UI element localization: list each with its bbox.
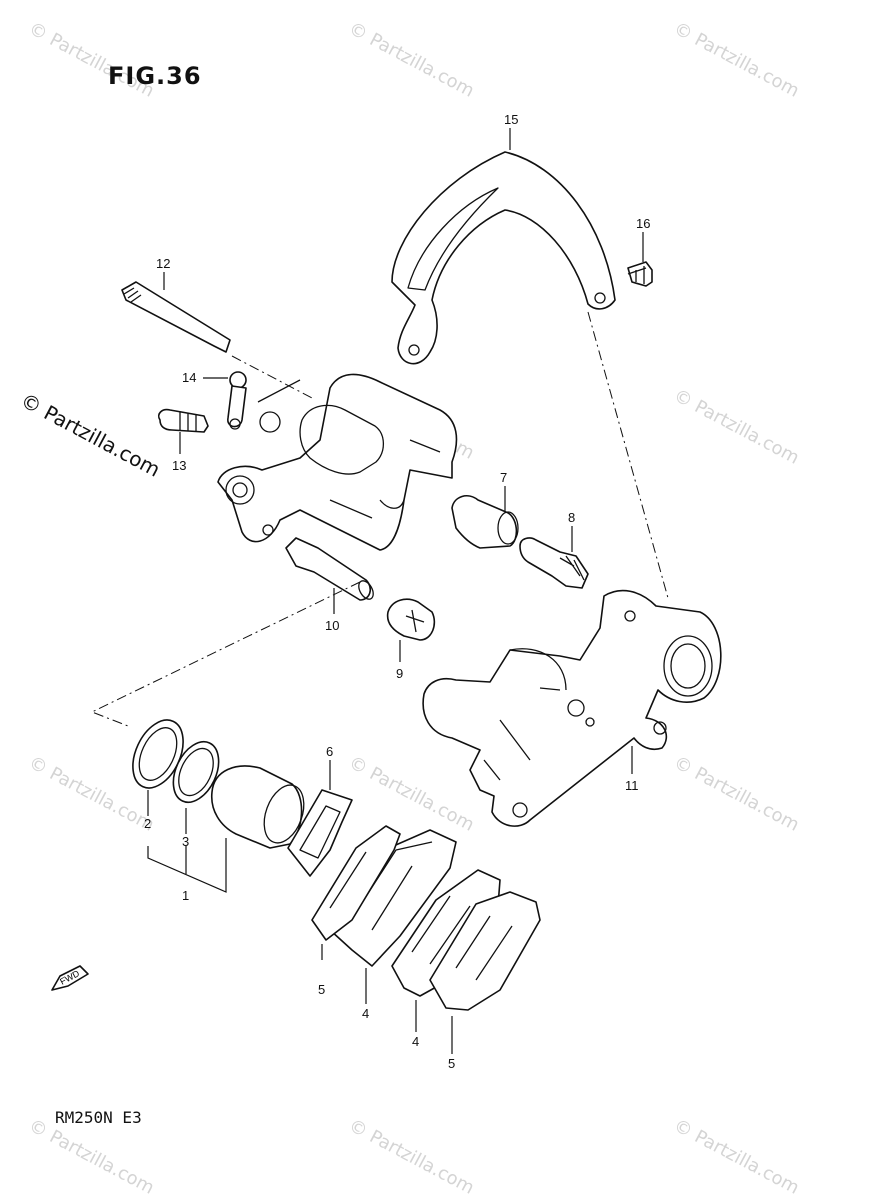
caliper-bracket-part-11 bbox=[422, 589, 722, 827]
boot-part-9 bbox=[386, 598, 436, 641]
callout-5b: 5 bbox=[448, 1056, 455, 1071]
callout-7: 7 bbox=[500, 470, 507, 485]
pad-part-5a bbox=[311, 825, 401, 941]
callout-3: 3 bbox=[182, 834, 189, 849]
callout-4b: 4 bbox=[412, 1034, 419, 1049]
sleeve-part-7 bbox=[451, 495, 519, 549]
bolt-part-8 bbox=[519, 537, 589, 589]
callout-9: 9 bbox=[396, 666, 403, 681]
callout-6: 6 bbox=[326, 744, 333, 759]
callout-labels: 15 16 12 14 13 7 8 10 9 11 6 2 3 1 5 4 4… bbox=[144, 112, 650, 1071]
shim-part-6 bbox=[287, 789, 353, 877]
callout-13: 13 bbox=[172, 458, 186, 473]
caliper-body bbox=[217, 373, 458, 551]
forward-arrow: FWD bbox=[51, 965, 89, 991]
cap-part-14 bbox=[227, 371, 247, 430]
callout-5a: 5 bbox=[318, 982, 325, 997]
bolt-part-16 bbox=[627, 261, 653, 287]
pin-part-12 bbox=[121, 281, 231, 353]
seal-part-3 bbox=[172, 740, 220, 804]
callout-8: 8 bbox=[568, 510, 575, 525]
callout-2: 2 bbox=[144, 816, 151, 831]
pad-part-5b bbox=[429, 891, 541, 1011]
callout-16: 16 bbox=[636, 216, 650, 231]
callout-4a: 4 bbox=[362, 1006, 369, 1021]
bracket-arm-part-15 bbox=[391, 151, 616, 365]
callout-10: 10 bbox=[325, 618, 339, 633]
callout-12: 12 bbox=[156, 256, 170, 271]
piston-part-1 bbox=[211, 765, 305, 849]
slide-pin-part-10 bbox=[285, 537, 374, 601]
bleeder-part-13 bbox=[157, 408, 209, 433]
model-code: RM250N E3 bbox=[55, 1108, 142, 1127]
figure-title: FIG.36 bbox=[108, 62, 202, 90]
leader-lines bbox=[90, 128, 669, 1054]
callout-14: 14 bbox=[182, 370, 196, 385]
callout-15: 15 bbox=[504, 112, 518, 127]
callout-1: 1 bbox=[182, 888, 189, 903]
callout-11: 11 bbox=[625, 778, 639, 793]
